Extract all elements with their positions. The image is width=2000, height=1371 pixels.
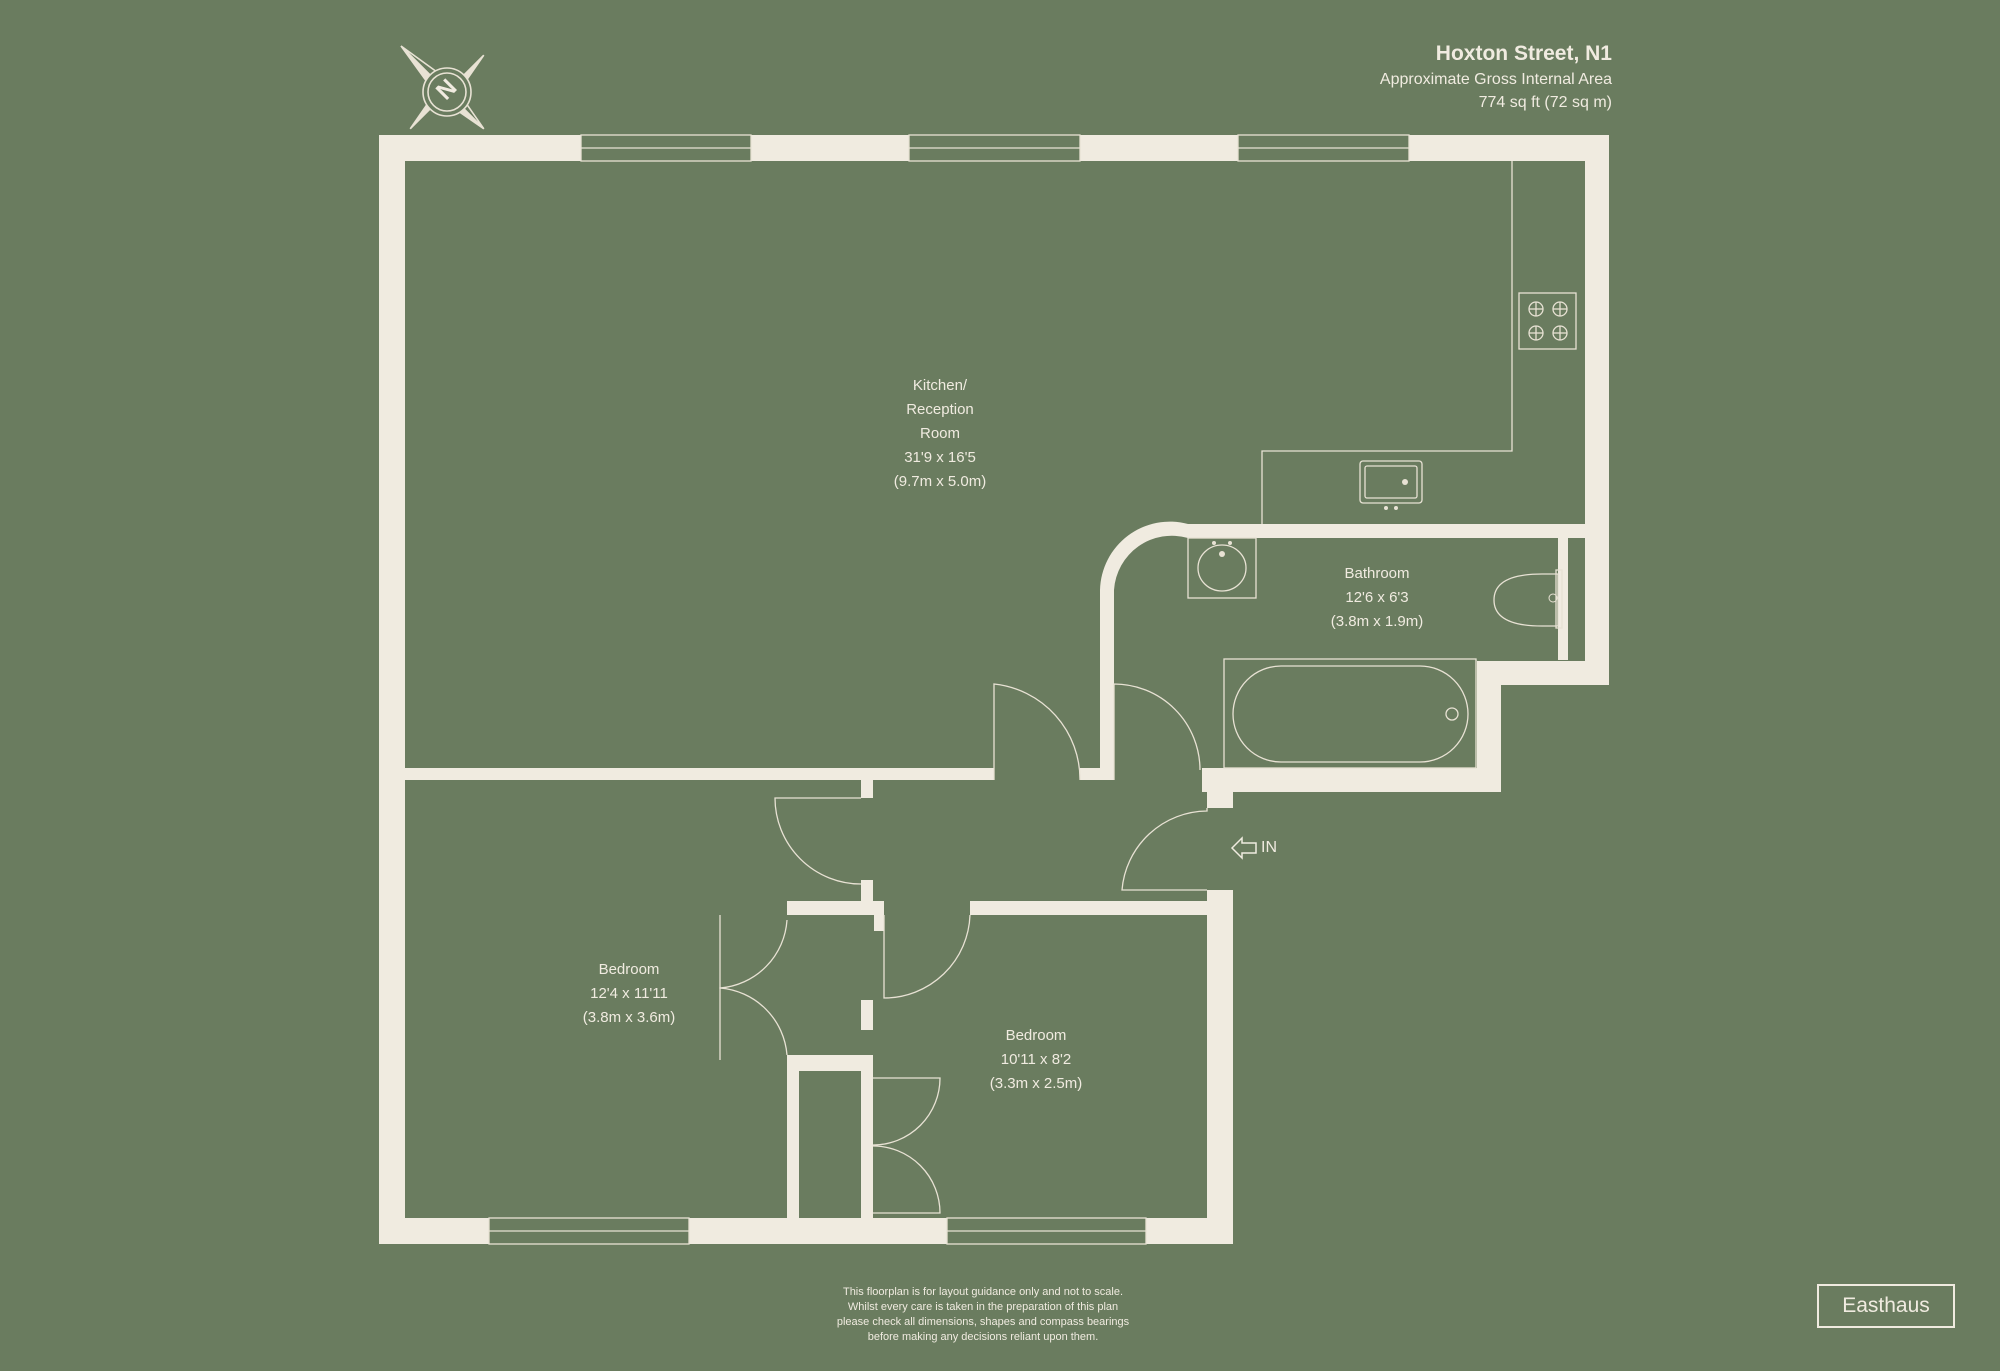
wall-bed2-north	[970, 901, 1210, 915]
property-address: Hoxton Street, N1	[1435, 42, 1612, 65]
wall-east-lower	[1207, 890, 1233, 1244]
wall-bed1-east-b	[861, 1000, 873, 1030]
area-value: 774 sq ft (72 sq m)	[1478, 94, 1612, 111]
entry-indicator: IN	[1232, 836, 1277, 860]
brand-logo: Easthaus	[1817, 1284, 1955, 1328]
property-header: Hoxton Street, N1 Approximate Gross Inte…	[1380, 40, 1612, 114]
bathtub-icon	[1223, 658, 1477, 769]
wardrobe2-door-b	[872, 1145, 941, 1214]
wall-wardrobe1-side	[787, 1055, 799, 1220]
wall-bath-west	[1100, 600, 1114, 780]
wall-bottom-3	[1146, 1218, 1233, 1244]
wall-hall-west-stub	[787, 901, 874, 915]
room-label-bedroom2: Bedroom 10'11 x 8'2 (3.3m x 2.5m)	[989, 1027, 1083, 1092]
wall-bed2-stub	[874, 901, 884, 931]
wall-bath-bottom	[1202, 768, 1501, 792]
wall-top-2	[751, 135, 909, 161]
kitchen-counter	[1261, 161, 1513, 524]
entry-label: IN	[1261, 839, 1277, 856]
entry-arrow-icon	[1230, 836, 1257, 860]
room-label-bathroom: Bathroom 12'6 x 6'3 (3.8m x 1.9m)	[1330, 565, 1424, 630]
wall-bed1-east-c	[861, 1060, 873, 1220]
hob-icon	[1518, 292, 1577, 350]
room-label-bedroom1: Bedroom 12'4 x 11'11 (3.8m x 3.6m)	[582, 961, 676, 1026]
door-bedroom1	[774, 797, 862, 885]
wardrobe1-door-a	[719, 915, 788, 989]
wall-right	[1585, 135, 1609, 685]
basin-unit	[1187, 537, 1257, 599]
wall-wardrobe1-bottom	[787, 1055, 873, 1071]
wall-bath-curve	[1100, 521, 1188, 600]
wall-kitchen-south	[405, 768, 994, 780]
room-label-kitchen: Kitchen/ Reception Room 31'9 x 16'5 (9.7…	[893, 377, 987, 490]
wall-bottom-1	[379, 1218, 489, 1244]
wall-hall-stub	[861, 780, 873, 798]
wall-bath-inner	[1558, 538, 1568, 660]
disclaimer: This floorplan is for layout guidance on…	[836, 1286, 1130, 1343]
door-entrance	[1121, 808, 1208, 891]
toilet-icon	[1493, 573, 1559, 627]
wall-top-3	[1080, 135, 1238, 161]
wall-top-4	[1409, 135, 1609, 161]
wall-entry-stub	[1207, 768, 1233, 808]
wall-left	[379, 135, 405, 1244]
wardrobe1-door-b	[719, 987, 788, 1060]
compass-icon	[400, 45, 485, 130]
door-bathroom	[1113, 683, 1201, 780]
kitchen-sink-icon	[1359, 460, 1423, 504]
basin-icon	[1197, 544, 1247, 592]
wall-right-bottom	[1498, 661, 1609, 685]
wall-top-1	[379, 135, 581, 161]
wall-bath-north	[1188, 524, 1586, 538]
door-kitchen	[993, 683, 1081, 781]
wall-bottom-2	[689, 1218, 947, 1244]
wardrobe2-door-a	[872, 1077, 941, 1146]
door-bedroom2	[883, 914, 971, 999]
area-label: Approximate Gross Internal Area	[1379, 71, 1612, 88]
wall-wardrobe1-top	[787, 901, 799, 915]
